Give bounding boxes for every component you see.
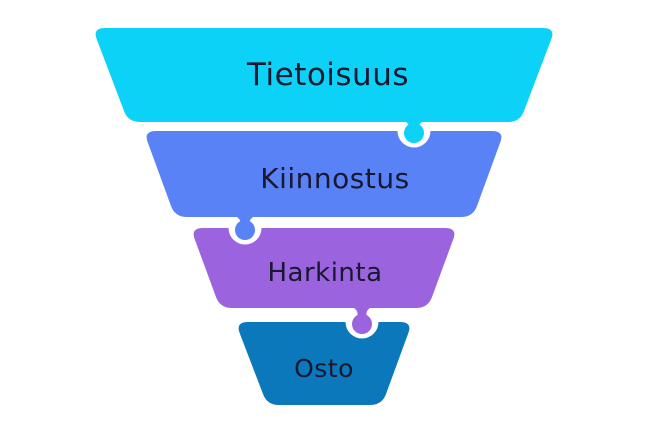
stage-shape-osto (238, 322, 410, 405)
stage-shape-harkinta (193, 228, 455, 308)
funnel-stage-tietoisuus (95, 28, 553, 143)
funnel-stage-kiinnostus (146, 131, 502, 240)
puzzle-tab-connector-1-bulb (404, 123, 424, 143)
stage-shape-tietoisuus (95, 28, 553, 122)
stage-shape-kiinnostus (146, 131, 502, 217)
puzzle-tab-connector-3-bulb (352, 314, 372, 334)
funnel-stage-harkinta (193, 228, 455, 334)
puzzle-tab-connector-2-bulb (235, 220, 255, 240)
funnel-stage-osto (238, 322, 410, 405)
